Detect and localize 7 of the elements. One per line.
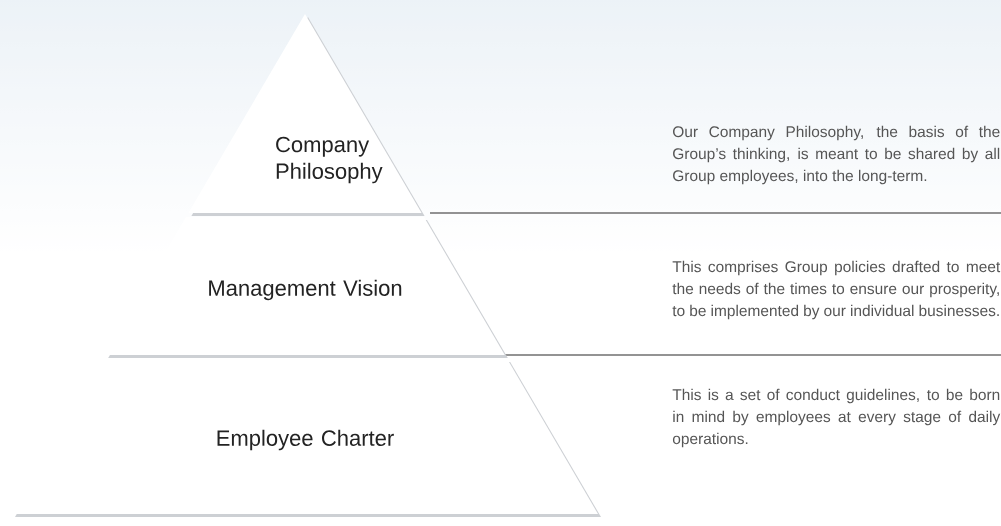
node-label: Employee Charter	[217, 429, 394, 451]
pyramid-tier: Company Philosophy	[188, 14, 425, 216]
description-text: This is a set of conduct guidelines, to be born in mind by employees at every stage of daily operations.	[672, 388, 1001, 448]
description-text: This comprises Group policies drafted to meet the needs of the times to ensure our prosperity, to be implemented by our individual businesses.	[672, 260, 1001, 320]
pyramid-tier: Employee Charter	[12, 359, 601, 517]
pyramid-tier: Management Vision	[105, 217, 508, 358]
description-text: Our Company Philosophy, the basis of the Group’s thinking, is meant to be shared by all Group employees, into the long-term.	[673, 125, 1000, 185]
